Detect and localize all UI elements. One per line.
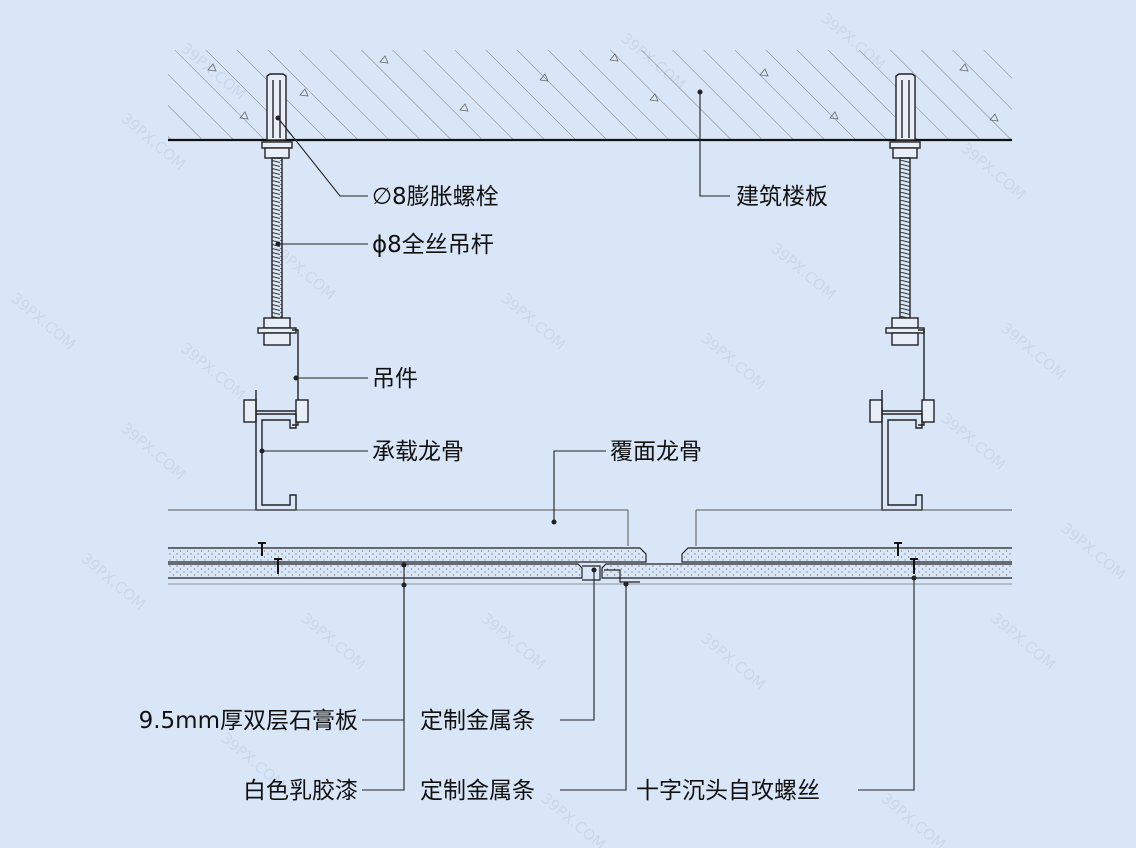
label-metal-strip-2: 定制金属条 xyxy=(420,778,535,804)
watermark: 39PX.COM xyxy=(537,789,609,848)
watermark: 39PX.COM xyxy=(117,419,189,483)
label-metal-strip-1: 定制金属条 xyxy=(420,708,535,734)
watermark: 39PX.COM xyxy=(937,409,1009,473)
watermark: 39PX.COM xyxy=(497,289,569,353)
watermark: 39PX.COM xyxy=(767,239,839,303)
watermark: 39PX.COM xyxy=(1057,519,1129,583)
cover-keel xyxy=(168,509,1012,546)
watermark: 39PX.COM xyxy=(987,609,1059,673)
screws xyxy=(258,542,918,574)
watermark: 39PX.COM xyxy=(997,319,1069,383)
gypsum-boards xyxy=(168,547,1012,585)
label-screw: 十字沉头自攻螺丝 xyxy=(636,778,820,804)
leader-lines xyxy=(259,89,917,791)
watermark: 39PX.COM xyxy=(477,609,549,673)
label-building-slab: 建筑楼板 xyxy=(736,184,828,210)
watermark: 39PX.COM xyxy=(297,609,369,673)
watermark: 39PX.COM xyxy=(697,329,769,393)
label-gypsum-board: 9.5mm厚双层石膏板 xyxy=(139,708,358,734)
label-expansion-bolt: ∅8膨胀螺栓 xyxy=(372,184,499,210)
watermark: 39PX.COM xyxy=(877,789,949,848)
label-threaded-rod: ϕ8全丝吊杆 xyxy=(372,232,494,258)
label-latex-paint: 白色乳胶漆 xyxy=(243,778,358,804)
watermark: 39PX.COM xyxy=(697,629,769,693)
labels: ∅8膨胀螺栓 ϕ8全丝吊杆 建筑楼板 吊件 承载龙骨 覆面龙骨 9.5mm厚双层… xyxy=(139,184,828,804)
label-main-keel: 承载龙骨 xyxy=(372,439,464,465)
label-hanger: 吊件 xyxy=(372,366,418,392)
watermark: 39PX.COM xyxy=(177,339,249,403)
building-slab xyxy=(168,50,1012,142)
label-cover-keel: 覆面龙骨 xyxy=(610,439,702,465)
watermark: 39PX.COM xyxy=(77,549,149,613)
watermark: 39PX.COM xyxy=(957,139,1029,203)
left-hanger-assembly xyxy=(243,73,309,511)
watermark: 39PX.COM xyxy=(7,289,79,353)
